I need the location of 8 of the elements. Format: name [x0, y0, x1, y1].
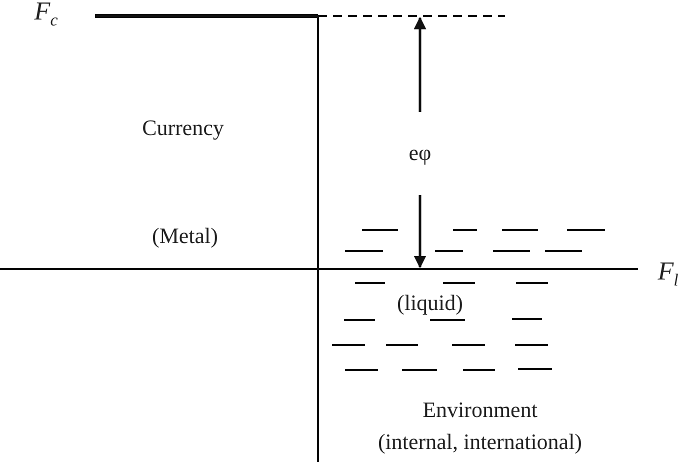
label-text: (liquid)	[397, 292, 463, 314]
label-text: eφ	[408, 142, 432, 164]
label-text: (internal, international)	[378, 431, 582, 453]
label-text: (Metal)	[152, 225, 218, 247]
label-text: Currency	[142, 117, 224, 139]
label-text: F$_{l}$	[658, 258, 678, 290]
label-text: Environment	[422, 399, 538, 421]
label-text: F$_{c}$	[34, 0, 58, 30]
